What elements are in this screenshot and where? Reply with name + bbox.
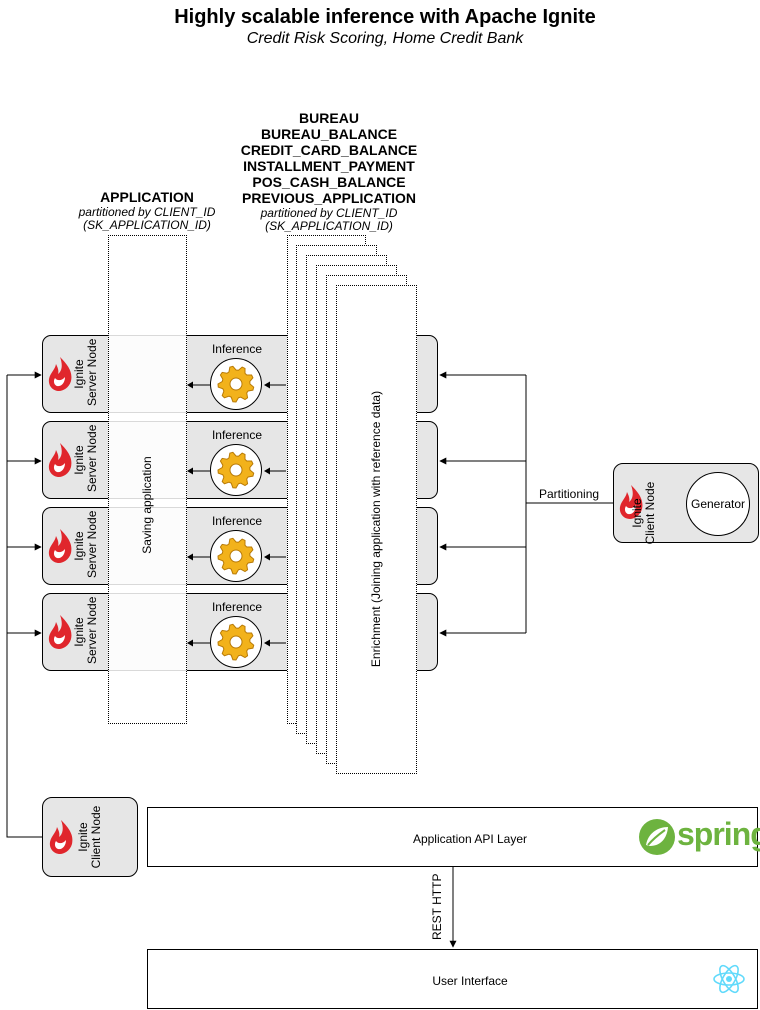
inference-arrows [187, 381, 286, 389]
application-table-name: APPLICATION [100, 189, 194, 205]
server-node-label-line2: Server Node [85, 510, 99, 578]
reference-tables-caption: BUREAU BUREAU_BALANCE CREDIT_CARD_BALANC… [229, 110, 429, 233]
reference-table-name: BUREAU [299, 110, 359, 126]
diagram-title: Highly scalable inference with Apache Ig… [174, 6, 596, 28]
reference-table-name: POS_CASH_BALANCE [252, 174, 406, 190]
application-caption: APPLICATION partitioned by CLIENT_ID (SK… [62, 189, 232, 232]
gear-icon [217, 365, 255, 403]
left-bus-connector [6, 375, 42, 838]
enrichment-label: Enrichment (Joining application with ref… [369, 390, 383, 668]
spring-logo-text: spring [677, 816, 760, 852]
inference-arrows [187, 553, 286, 561]
gear-icon [217, 451, 255, 489]
client-node-label-line2: Client Node [89, 805, 103, 869]
application-partition-key: (SK_APPLICATION_ID) [83, 218, 211, 232]
server-node-label-line2: Server Node [85, 424, 99, 492]
partitioning-label: Partitioning [539, 487, 600, 501]
server-node-label-line2: Server Node [85, 338, 99, 406]
spring-leaf-icon [639, 819, 675, 855]
ignite-flame-icon [48, 443, 72, 477]
ignite-flame-icon [619, 485, 643, 519]
reference-table-name: BUREAU_BALANCE [260, 126, 398, 142]
inference-label: Inference [211, 342, 263, 356]
generator-client-label: Ignite Client Node [630, 481, 659, 545]
reference-table-name: PREVIOUS_APPLICATION [242, 190, 416, 206]
generator-circle: Generator [686, 472, 750, 536]
rest-http-label: REST HTTP [430, 873, 444, 940]
inference-arrows [187, 639, 286, 647]
ignite-flame-icon [48, 615, 72, 649]
reference-partition-key: (SK_APPLICATION_ID) [265, 219, 393, 233]
inference-label: Inference [211, 600, 263, 614]
client-node-label-line2: Client Node [643, 481, 657, 545]
api-client-label: Ignite Client Node [76, 805, 105, 869]
react-atom-icon [713, 964, 745, 994]
gear-icon [217, 537, 255, 575]
api-layer-label: Application API Layer [412, 832, 528, 846]
reference-partition-text: partitioned by CLIENT_ID [260, 206, 398, 220]
application-partition-text: partitioned by CLIENT_ID [78, 205, 216, 219]
gear-icon [217, 623, 255, 661]
application-cache-column [108, 235, 187, 724]
user-interface-label: User Interface [432, 974, 508, 988]
ignite-flame-icon [49, 820, 73, 854]
inference-label: Inference [211, 428, 263, 442]
reference-cache-column [336, 285, 417, 774]
server-node-label-line2: Server Node [85, 596, 99, 664]
reference-table-name: INSTALLMENT_PAYMENT [243, 158, 415, 174]
ignite-flame-icon [48, 529, 72, 563]
ignite-flame-icon [48, 357, 72, 391]
diagram-subtitle: Credit Risk Scoring, Home Credit Bank [246, 30, 524, 47]
saving-application-label: Saving application [140, 456, 154, 554]
inference-label: Inference [211, 514, 263, 528]
reference-table-name: CREDIT_CARD_BALANCE [240, 142, 418, 158]
user-interface-box [147, 949, 758, 1009]
generator-label: Generator [690, 497, 746, 511]
inference-arrows [187, 467, 286, 475]
